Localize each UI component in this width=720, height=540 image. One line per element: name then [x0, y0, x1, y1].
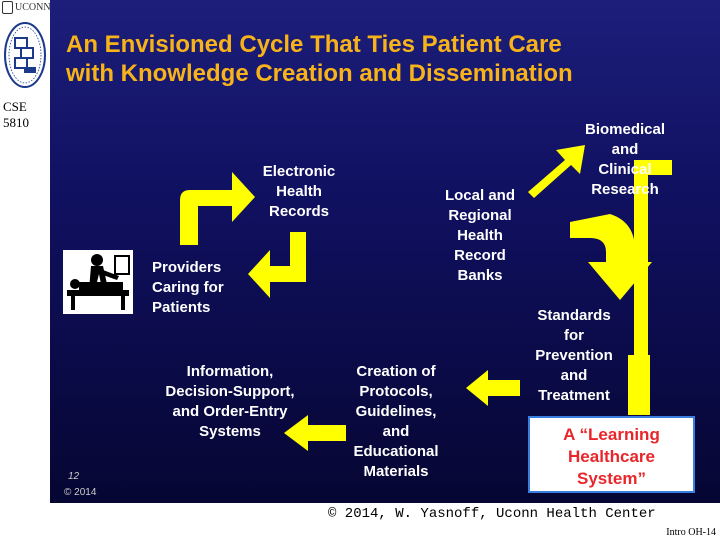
- arrow-ehr-to-providers: [248, 232, 306, 298]
- arrow-providers-to-ehr: [180, 172, 255, 245]
- label-information-systems: Information, Decision-Support, and Order…: [165, 363, 295, 440]
- title-line-1: An Envisioned Cycle That Ties Patient Ca…: [66, 31, 562, 58]
- uconn-seal-icon: [2, 1, 13, 14]
- arrow-local-to-research: [528, 145, 585, 198]
- slide-title: An Envisioned Cycle That Ties Patient Ca…: [66, 30, 573, 88]
- computer-logo-icon: [4, 22, 46, 88]
- arrow-feedback-bottom: [628, 355, 650, 415]
- uconn-header: UCONN: [2, 1, 51, 15]
- label-local-regional-banks: Local and Regional Health Record Banks: [444, 187, 515, 284]
- label-standards: Standards for Prevention and Treatment: [535, 307, 613, 404]
- slide: An Envisioned Cycle That Ties Patient Ca…: [50, 0, 720, 503]
- arrow-feedback-loop: [634, 160, 672, 355]
- callout-text: A “Learning Healthcare System”: [563, 425, 660, 488]
- cycle-arrows: [180, 145, 672, 451]
- uconn-wordmark: UCONN: [15, 1, 51, 13]
- title-line-2: with Knowledge Creation and Disseminatio…: [66, 60, 573, 87]
- sidebar: UCONN CSE 5810: [0, 0, 51, 540]
- footer-credit: © 2014, W. Yasnoff, Uconn Health Center: [328, 506, 656, 522]
- slide-copyright: © 2014: [64, 487, 97, 498]
- label-biomedical-research: Biomedical and Clinical Research: [584, 121, 666, 198]
- slide-page-number: 12: [68, 471, 80, 482]
- label-providers: Providers Caring for Patients: [152, 259, 224, 316]
- label-creation-of-protocols: Creation of Protocols, Guidelines, and E…: [353, 363, 439, 480]
- arrow-standards-to-creation: [466, 370, 520, 406]
- course-code: CSE 5810: [3, 99, 29, 130]
- arrow-research-to-standards: [570, 214, 652, 300]
- doctor-examining-patient-icon: [63, 250, 133, 314]
- learning-healthcare-callout: A “Learning Healthcare System”: [528, 416, 695, 493]
- slide-id: Intro OH-14: [666, 527, 716, 538]
- label-electronic-health-records: Electronic Health Records: [262, 163, 336, 220]
- arrow-creation-to-info: [284, 415, 346, 451]
